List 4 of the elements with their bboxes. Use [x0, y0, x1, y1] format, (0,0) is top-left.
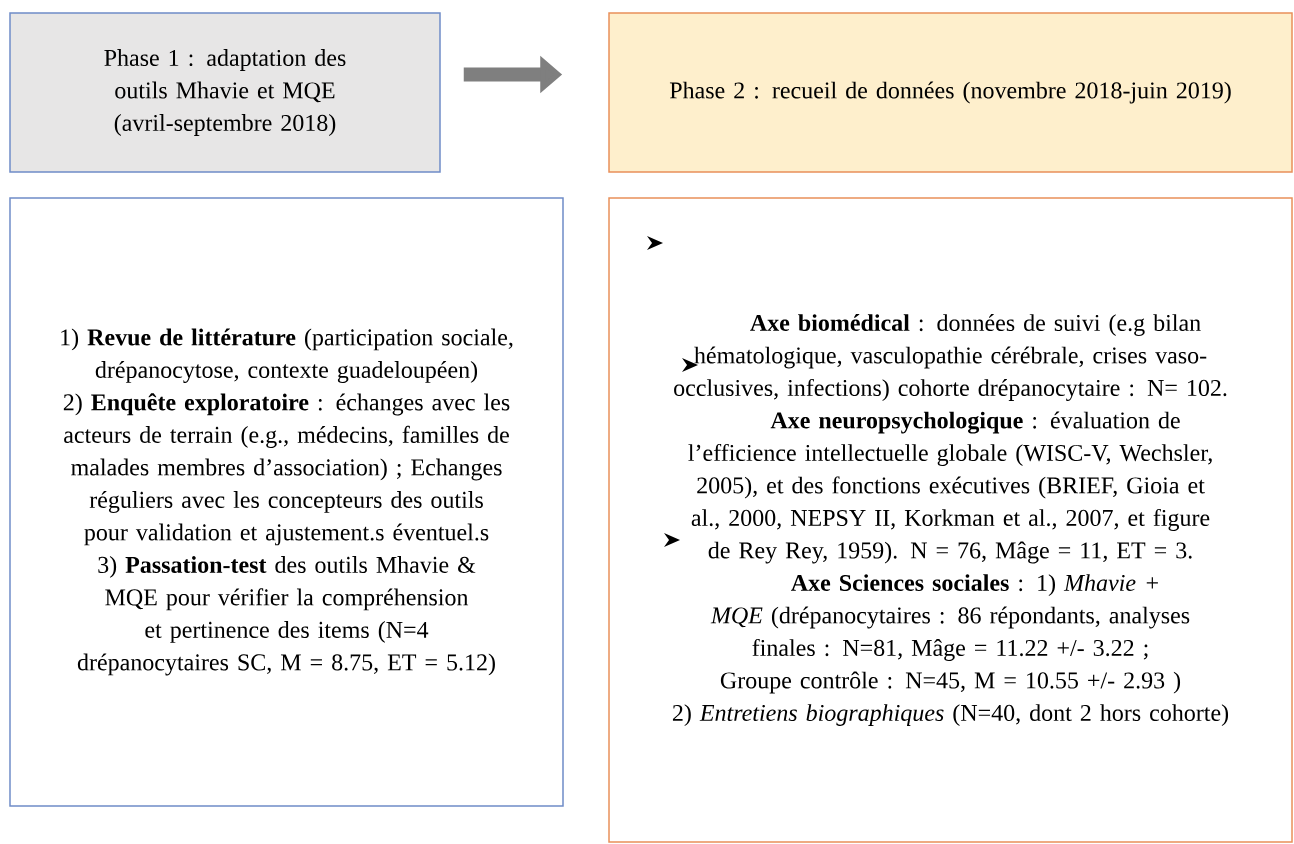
phase-box: Phase 2 : recueil de données (novembre 2018-juin 2019) [608, 12, 1293, 173]
step-list-box: 1) Revue de littérature (participation sociale, drépanocytose, contexte guadeloupéen) 2) Enquête exploratoire : échanges avec les acteurs de terrain (e.g., médecins, familles de malades membres d’association) ; Echanges réguliers avec les concepteurs des outils pour validation et ajustement.s éventuel.s 3) Passation-test des outils Mhavie & MQE pour vérifier la compréhension et pertinence des items (N=4 drépanocytaires SC, M = 8.75, ET = 5.12) [9, 197, 564, 807]
phase-box: Phase 1 : adaptation des outils Mhavie et MQE (avril-septembre 2018) [9, 12, 441, 173]
axis-list-box: Axe biomédical : données de suivi (e.g bilan hématologique, vasculopathie cérébrale, crises vaso-occlusives, infections) cohorte drépanocytaire : N= 102. Axe neuropsychologique : évaluation de l’efficience intellectuelle globale (WISC-V, Wechsler, 2005), et des fonctions exécutives (BRIEF, Gioia et al., 2000, NEPSY II, Korkman et al., 2007, et figure de Rey Rey, 1959). N = 76, Mâge = 11, ET = 3. Axe Sciences sociales : 1) Mhavie + MQE (drépanocytaires : 86 répondants, analyses finales : N=81, Mâge = 11.22 +/- 3.22 ; Groupe contrôle : N=45, M = 10.55 +/- 2.93 ) 2) Entretiens biographiques (N=40, dont 2 hors cohorte) [608, 197, 1293, 843]
